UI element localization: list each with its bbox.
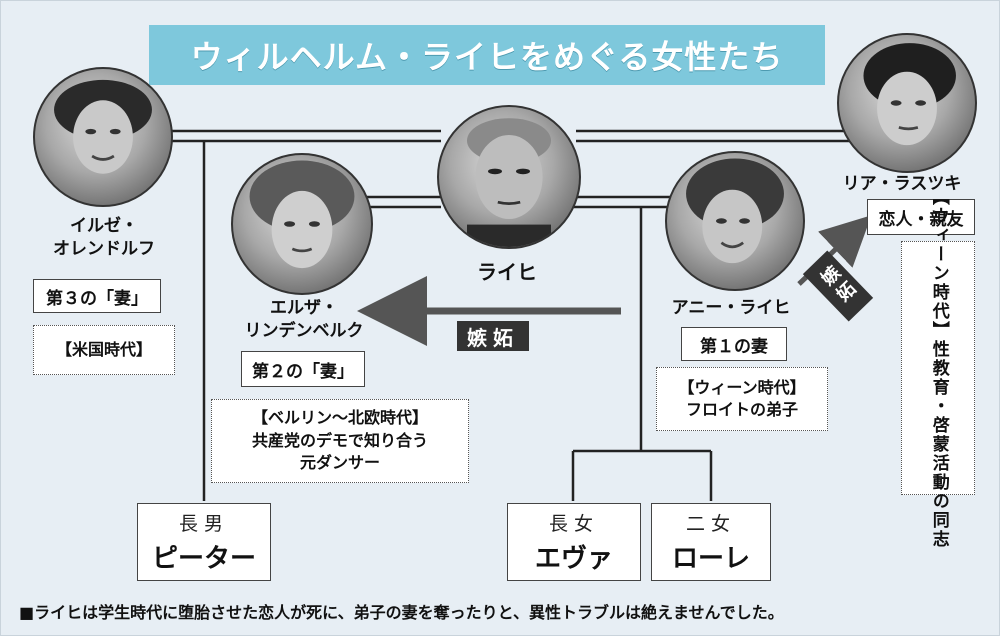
child-relation: 長男	[178, 513, 229, 535]
note-ilse: 【米国時代】	[33, 325, 175, 375]
photo-ilse	[33, 67, 173, 207]
photo-lia	[837, 33, 977, 173]
name-annie: アニー・ライヒ	[671, 298, 791, 318]
role-lia: 恋人・親友	[867, 199, 975, 235]
diagram-title: ウィルヘルム・ライヒをめぐる女性たち	[149, 25, 825, 85]
photo-elsa	[231, 153, 373, 295]
photo-reich	[437, 105, 581, 249]
name-lia: リア・ラスツキ	[842, 174, 962, 194]
jealousy-label-elsa: 嫉妬	[457, 321, 529, 351]
name-elsa: エルザ・リンデンベルク	[244, 298, 364, 341]
footer-note: ■ライヒは学生時代に堕胎させた恋人が死に、弟子の妻を奪ったりと、異性トラブルは絶…	[19, 603, 784, 622]
note-annie: 【ウィーン時代】 フロイトの弟子	[656, 367, 828, 431]
name-reich: ライヒ	[477, 260, 537, 284]
child-name: ピーター	[151, 544, 256, 574]
child-name: ローレ	[671, 544, 750, 574]
child-eva: 長女 エヴァ	[507, 503, 641, 581]
photo-annie	[665, 151, 805, 291]
role-elsa: 第２の「妻」	[241, 351, 365, 387]
child-relation: 二女	[685, 513, 736, 535]
note-elsa: 【ベルリン～北欧時代】 共産党のデモで知り合う 元ダンサー	[211, 399, 469, 483]
child-lore: 二女 ローレ	[651, 503, 771, 581]
child-relation: 長女	[548, 513, 599, 535]
role-ilse: 第３の「妻」	[33, 279, 161, 313]
role-annie: 第１の妻	[681, 327, 787, 361]
name-ilse: イルゼ・オレンドルフ	[53, 216, 155, 259]
child-name: エヴァ	[534, 544, 613, 574]
child-peter: 長男 ピーター	[137, 503, 271, 581]
note-lia: 【ウィーン時代】性教育・啓蒙活動の同志	[901, 188, 975, 549]
